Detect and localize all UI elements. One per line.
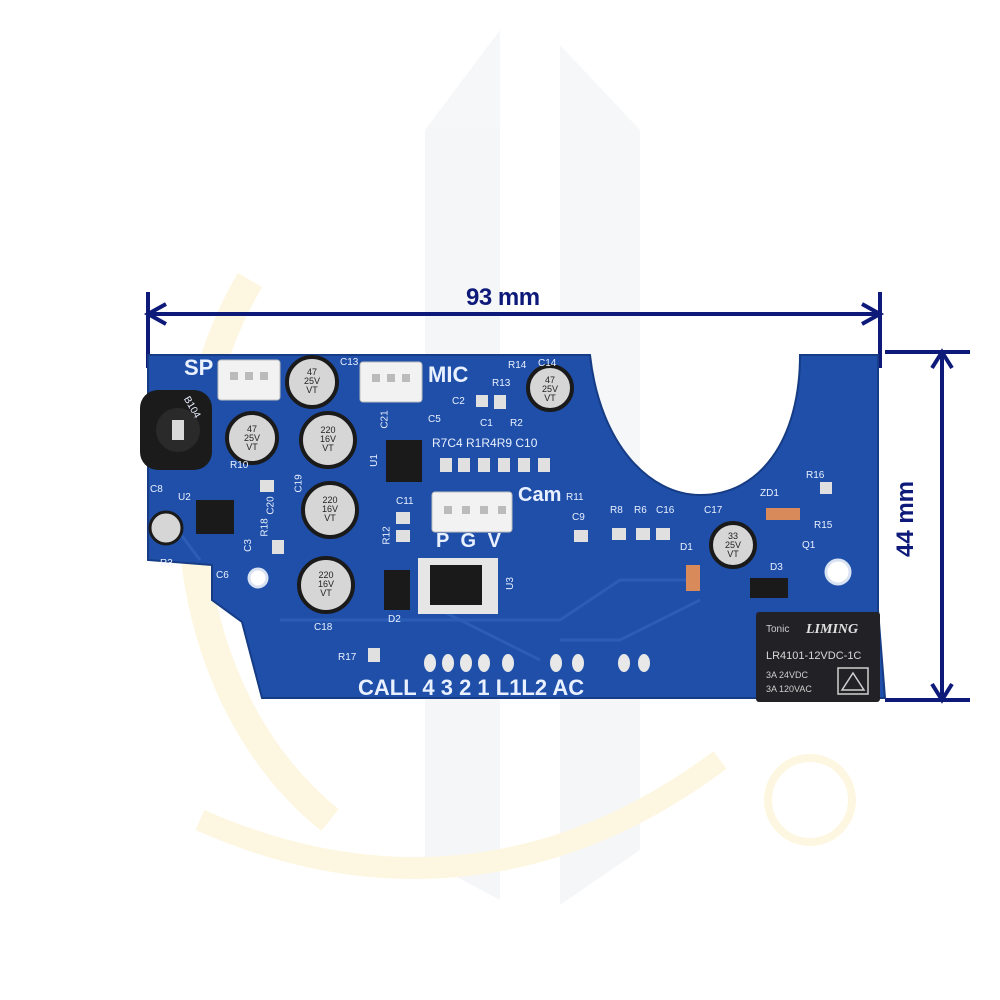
silk-c18: C18 [314, 622, 333, 633]
height-dimension [885, 348, 970, 704]
silk-r6: R6 [634, 505, 647, 516]
silk-r17: R17 [338, 652, 357, 663]
diode-d1 [686, 565, 700, 591]
silk-c5: C5 [428, 414, 441, 425]
height-label: 44 mm [892, 480, 919, 558]
ic-u1 [386, 440, 422, 482]
potentiometer [140, 390, 212, 470]
silk-c17: C17 [704, 505, 723, 516]
silk-cam: Cam [518, 484, 562, 506]
relay-rating-1: 3A 24VDC [766, 670, 809, 680]
silk-c11: C11 [396, 496, 414, 507]
regulator-u3 [418, 558, 498, 614]
silk-c16: C16 [656, 505, 675, 516]
silk-c19: C19 [293, 474, 305, 493]
silk-r15: R15 [814, 520, 833, 531]
mounting-hole [824, 558, 852, 586]
ic-u2 [196, 500, 234, 534]
mic-connector [359, 361, 423, 403]
silk-r3: R3 [160, 558, 173, 569]
silk-r18: R18 [259, 518, 271, 537]
silk-d3: D3 [770, 562, 783, 573]
silk-c20: C20 [265, 496, 277, 515]
smd-row [260, 395, 832, 662]
silk-c8: C8 [150, 484, 163, 495]
silk-u1: U1 [368, 454, 380, 467]
cam-connector [431, 491, 513, 533]
silk-d2: D2 [388, 614, 401, 625]
silk-sp: SP [184, 355, 214, 380]
terminal-pads [424, 654, 650, 672]
silk-c3: C3 [242, 539, 254, 552]
relay [756, 612, 880, 702]
relay-brand: LIMING [806, 622, 859, 637]
capacitor [299, 411, 357, 469]
capacitor [148, 510, 184, 546]
capacitor [297, 556, 355, 614]
diode-d3 [750, 578, 788, 598]
silk-c1: C1 [480, 418, 493, 429]
silk-mic: MIC [428, 362, 469, 387]
silk-terminals: CALL 4 3 2 1 L1L2 AC [358, 675, 585, 700]
silk-pgv: P G V [436, 530, 504, 552]
capacitor [225, 411, 279, 465]
width-label: 93 mm [466, 284, 540, 311]
relay-model: LR4101-12VDC-1C [766, 650, 862, 662]
silk-r10: R10 [230, 460, 249, 471]
silk-c9: C9 [572, 512, 585, 523]
silk-d1: D1 [680, 542, 693, 553]
capacitor [301, 481, 359, 539]
silk-q1: Q1 [802, 540, 816, 551]
relay-rating-2: 3A 120VAC [766, 684, 812, 694]
capacitor [709, 521, 757, 569]
capacitor [285, 355, 339, 409]
silk-r14: R14 [508, 360, 527, 371]
silk-c13: C13 [340, 357, 359, 368]
silk-r11: R11 [566, 492, 584, 503]
silk-r8: R8 [610, 505, 623, 516]
relay-maker: Tonic [766, 624, 790, 635]
silk-r12: R12 [381, 526, 393, 545]
sp-connector [217, 359, 281, 401]
silk-row: R7C4 R1R4R9 C10 [432, 436, 538, 450]
mounting-hole [247, 567, 269, 589]
capacitor [526, 364, 574, 412]
zener-zd1 [766, 508, 800, 520]
silk-zd1: ZD1 [760, 488, 779, 499]
silk-c14: C14 [538, 358, 557, 369]
diode-d2 [384, 570, 410, 610]
silk-c6: C6 [216, 570, 229, 581]
silk-u2: U2 [178, 492, 191, 503]
silk-r13: R13 [492, 378, 511, 389]
silk-r2: R2 [510, 418, 523, 429]
silk-r16: R16 [806, 470, 825, 481]
silk-u3: U3 [504, 577, 516, 590]
silk-c21: C21 [379, 410, 391, 429]
silk-c2: C2 [452, 396, 465, 407]
